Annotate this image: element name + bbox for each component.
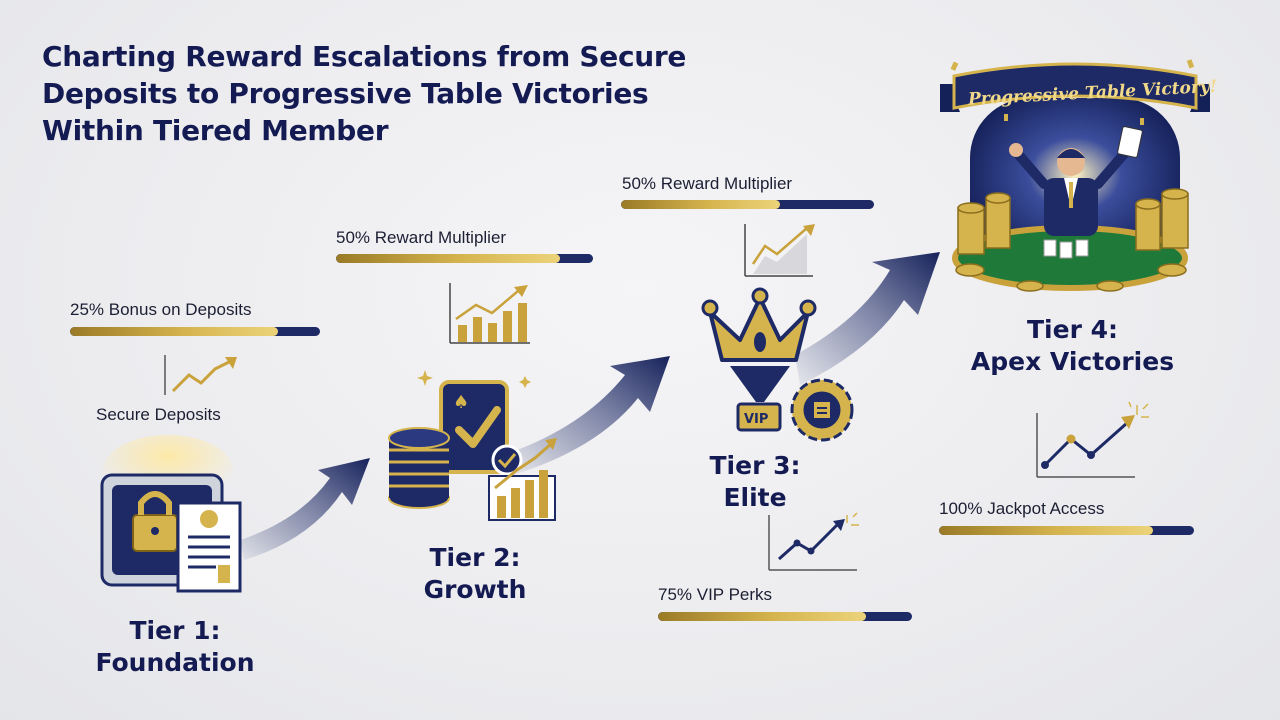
progress-bar-reward-multiplier-tier3 <box>621 200 874 209</box>
tier4-name: Tier 4: Apex Victories <box>950 314 1195 378</box>
sparkle-trend-chart-icon <box>768 512 859 571</box>
progress-bar-reward-multiplier-tier2 <box>336 254 593 263</box>
tier4-title: Apex Victories <box>970 347 1175 376</box>
progress-fill <box>939 526 1154 535</box>
tier3-name: Tier 3: Elite <box>660 450 850 514</box>
progress-fill <box>621 200 781 209</box>
bar-growth-chart-icon <box>449 283 530 344</box>
banner-ribbon <box>940 62 1210 112</box>
page-title: Charting Reward Escalations from Secure … <box>42 38 762 149</box>
gear-icon <box>790 378 854 442</box>
svg-text:VIP: VIP <box>744 412 768 427</box>
winner-at-poker-table-icon <box>940 59 1210 292</box>
progress-bar-deposit-bonus <box>70 327 320 336</box>
progress-fill <box>658 612 867 621</box>
crown-vip-medal-and-gear-icon: VIP <box>701 287 854 442</box>
small-trend-chart-icon <box>164 355 237 395</box>
tier2-number: Tier 2: <box>429 543 521 572</box>
safe-with-padlock-and-document-icon <box>100 435 242 593</box>
chip-stack-card-and-chart-icon: ♠ <box>388 370 557 521</box>
svg-text:♠: ♠ <box>453 392 469 413</box>
tier2-title: Growth <box>423 575 527 604</box>
tier3-number: Tier 3: <box>709 451 801 480</box>
gold-coin-stacks <box>955 188 1189 292</box>
arrow-tier3-to-tier4 <box>795 252 940 385</box>
tier1-title: Foundation <box>95 648 255 677</box>
tier4-number: Tier 4: <box>1026 315 1118 344</box>
tier3-title: Elite <box>723 483 787 512</box>
tier2-name: Tier 2: Growth <box>380 542 570 606</box>
progress-bar-vip-perks <box>658 612 912 621</box>
title-line-1: Charting Reward Escalations from Secure <box>42 40 687 73</box>
progress-fill <box>70 327 278 336</box>
jackpot-trend-chart-icon <box>1036 401 1149 478</box>
line-growth-chart-icon <box>744 224 815 277</box>
chip-stack <box>388 427 450 509</box>
progress-fill <box>336 254 560 263</box>
arrow-tier1-to-tier2 <box>240 458 370 560</box>
progress-bar-jackpot-access <box>939 526 1194 535</box>
metric-label-reward-multiplier-tier2: 50% Reward Multiplier <box>336 228 507 247</box>
title-line-3: Within Tiered Member <box>42 114 389 147</box>
tier1-name: Tier 1: Foundation <box>80 615 270 679</box>
tier1-number: Tier 1: <box>129 616 221 645</box>
title-line-2: Deposits to Progressive Table Victories <box>42 77 649 110</box>
metric-label-deposit-bonus: 25% Bonus on Deposits <box>70 300 252 319</box>
metric-label-reward-multiplier-tier3: 50% Reward Multiplier <box>622 174 793 193</box>
tier1-caption-secure-deposits: Secure Deposits <box>96 405 221 424</box>
winner-figure <box>1009 126 1143 236</box>
metric-label-vip-perks: 75% VIP Perks <box>658 585 773 604</box>
metric-label-jackpot-access: 100% Jackpot Access <box>939 499 1105 518</box>
